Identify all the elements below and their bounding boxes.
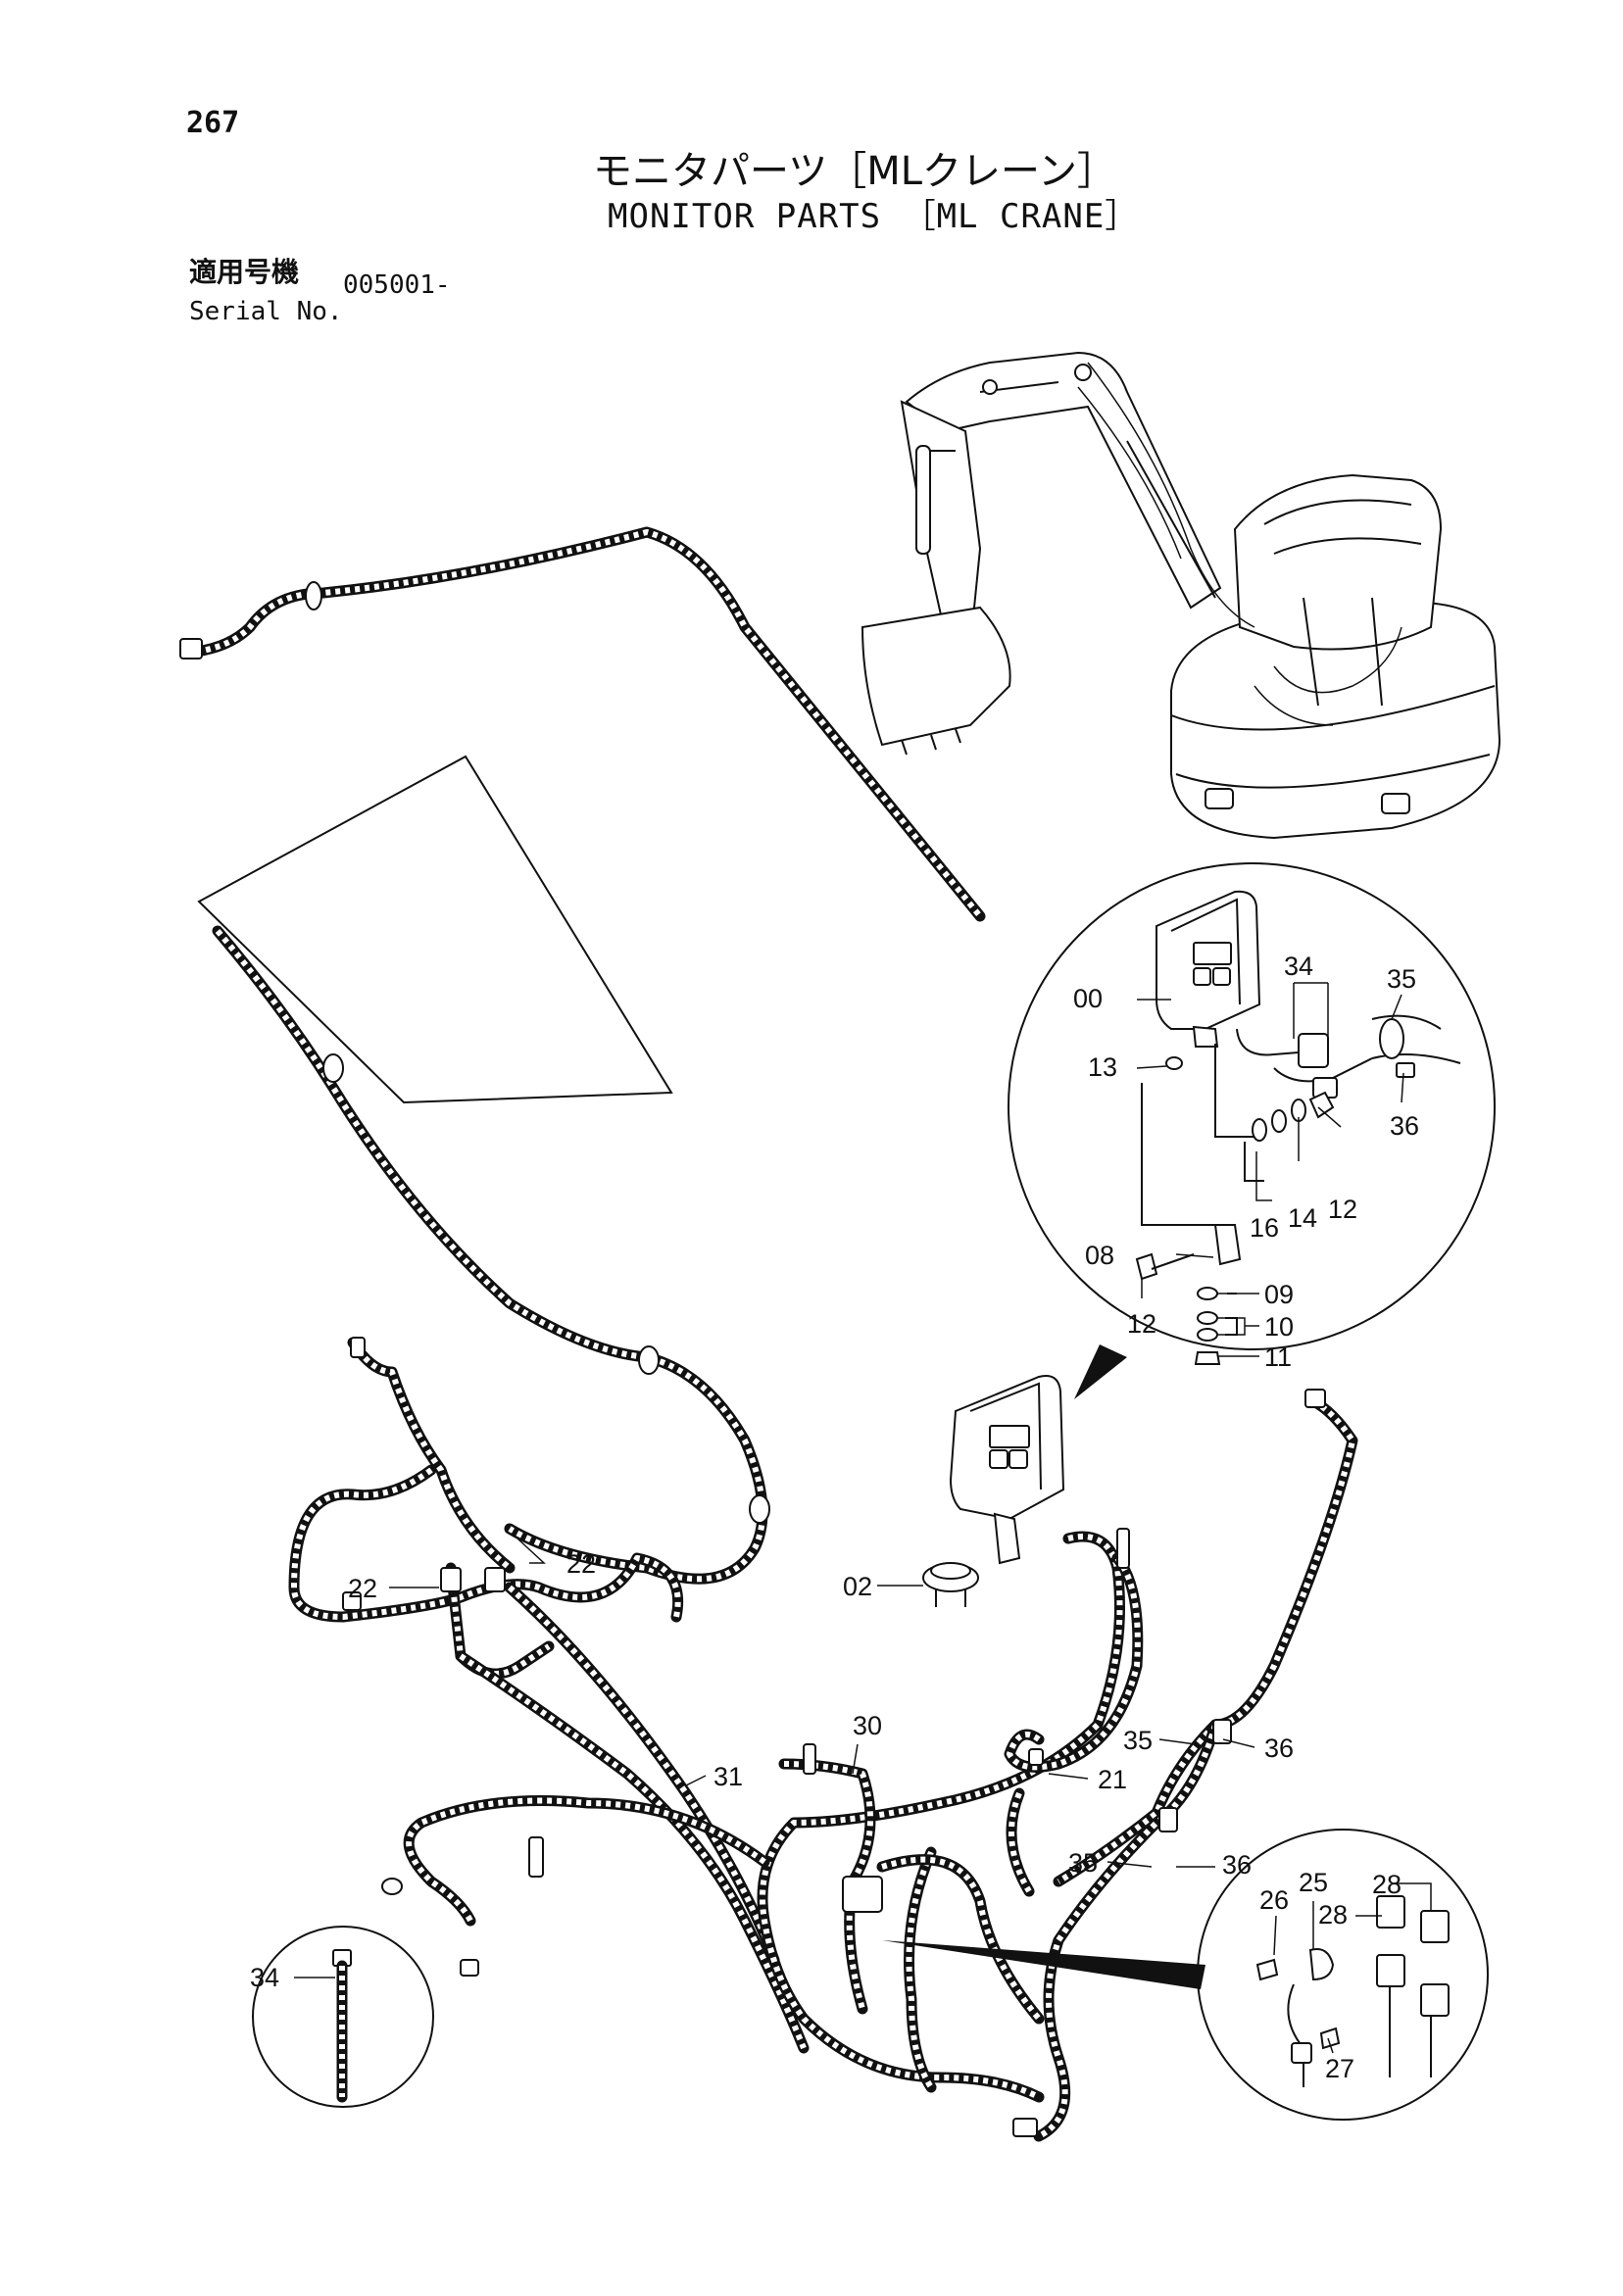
callout-36-b: 36: [1264, 1734, 1294, 1763]
callout-10: 10: [1264, 1312, 1294, 1342]
serial-label-english: Serial No.: [189, 297, 343, 326]
callout-09: 09: [1264, 1280, 1294, 1309]
callout-11: 11: [1264, 1343, 1292, 1372]
serial-label-japanese: 適用号機: [189, 256, 300, 288]
part-02-buzzer: [922, 1562, 979, 1607]
cable-tie-detail-circle: [252, 1926, 434, 2108]
page-number: 267: [186, 106, 240, 140]
callout-35-b: 35: [1123, 1726, 1153, 1755]
callout-36-c: 36: [1222, 1850, 1252, 1880]
title-japanese: モニタパーツ［MLクレーン］: [593, 149, 1116, 194]
reference-rectangle: [197, 755, 673, 1104]
callout-14: 14: [1288, 1203, 1317, 1233]
callout-21: 21: [1098, 1765, 1127, 1794]
title-english: MONITOR PARTS ［ML CRANE］: [608, 197, 1140, 236]
callout-13: 13: [1088, 1052, 1117, 1082]
callout-35-c: 35: [1068, 1848, 1098, 1878]
callout-28: 28: [1318, 1900, 1348, 1930]
monitor-unit: [949, 1375, 1065, 1565]
callout-34-b: 34: [250, 1963, 279, 1992]
callout-25: 25: [1299, 1868, 1328, 1897]
callout-08: 08: [1085, 1241, 1114, 1270]
callout-30: 30: [853, 1711, 882, 1740]
callout-12-bolt: 12: [1127, 1309, 1156, 1339]
monitor-detail-circle: [1008, 862, 1496, 1399]
callout-22: 22: [348, 1574, 377, 1603]
callout-31: 31: [713, 1762, 743, 1791]
callout-16: 16: [1250, 1213, 1279, 1243]
serial-number-value: 005001-: [343, 270, 451, 300]
long-harness: [179, 526, 986, 1585]
main-harness-assembly: [288, 1337, 1358, 2142]
callout-27: 27: [1325, 2054, 1354, 2083]
callout-36: 36: [1390, 1111, 1419, 1141]
callout-28-b: 28: [1372, 1870, 1402, 1899]
callout-00: 00: [1073, 984, 1103, 1013]
callout-22-b: 22: [566, 1549, 596, 1579]
callout-12: 12: [1328, 1195, 1357, 1224]
excavator-illustration: [861, 351, 1501, 840]
callout-35: 35: [1387, 964, 1416, 994]
callout-34: 34: [1284, 952, 1313, 981]
callout-labels: 00 13 34 35 36 12 14 16 08 12 09 10 11 2…: [250, 952, 1419, 2083]
callout-26: 26: [1259, 1885, 1289, 1915]
leader-lines: [294, 982, 1432, 2054]
relay-detail-circle: [882, 1829, 1489, 2121]
callout-02: 02: [843, 1572, 872, 1601]
